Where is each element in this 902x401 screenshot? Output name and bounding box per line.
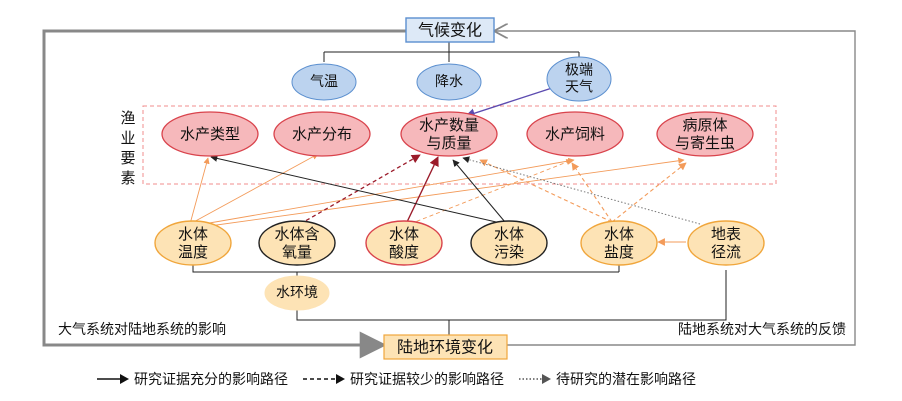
fishery-label-1: 水产类型 [180,125,240,143]
fishery-label-5-line-1: 病原体 [682,116,727,134]
title-box [405,17,495,43]
climate-node-2 [416,63,482,101]
acidity-to-feed-arrow [409,159,573,225]
water-node-5 [580,220,658,266]
water-label-5-line-1: 水体 [604,225,634,243]
water-label-1-line-1: 水体 [178,225,208,243]
legend: 研究证据充分的影响路径 研究证据较少的影响路径 待研究的潜在影响路径 [96,367,856,391]
right-caption: 陆地系统对大气系统的反馈 [678,322,846,338]
water-env-node [264,275,330,311]
climate-node-1 [291,63,357,101]
water-label-3-line-2: 酸度 [389,243,419,261]
water-label-6-line-2: 径流 [711,243,741,261]
acidity-to-quantity-arrow [406,156,439,223]
fishery-label-4: 水产饲料 [545,125,605,143]
land-to-atmosphere-path [494,31,856,346]
legend-dotted-label: 待研究的潜在影响路径 [556,372,696,388]
solid-arrow-icon [97,374,129,384]
fishery-node-1 [161,111,259,157]
oxygen-to-quantity-arrow [299,154,421,225]
water-node-3 [365,220,443,266]
fishery-node-5 [656,111,754,157]
water-node-6 [687,220,765,266]
legend-solid-label: 研究证据充分的影响路径 [134,372,288,388]
group-label-char-1: 渔 [120,109,135,127]
influence-arrows [189,87,701,246]
fishery-node-3 [400,111,498,157]
group-label-char-2: 业 [120,129,135,147]
temp-to-type-arrow [189,157,210,225]
water-env-label: 水环境 [276,285,318,301]
fishery-label-5-line-2: 与寄生虫 [675,134,735,152]
group-label-char-4: 素 [120,169,135,187]
climate-node-3 [546,56,612,102]
dashed-arrow-icon [303,374,345,384]
climate-label-2: 降水 [435,74,463,90]
runoff-to-quantity-arrow [462,156,701,225]
dotted-arrow-icon [519,374,551,384]
fishery-node-4 [526,111,624,157]
left-caption: 大气系统对陆地系统的影响 [58,322,226,338]
water-node-1 [154,220,232,266]
climate-label-3-line-1: 极端 [565,63,593,79]
group-label-char-3: 要 [120,149,135,167]
pollution-to-quantity-arrow [452,159,506,223]
salinity-to-feed-arrow [571,162,613,223]
title-text: 气候变化 [418,21,482,40]
fishery-label-2: 水产分布 [292,125,352,143]
extreme-weather-to-quantity-arrow [465,87,553,118]
legend-solid: 研究证据充分的影响路径 [96,369,288,389]
pollution-to-type-arrow [210,154,506,225]
climate-label-1: 气温 [310,74,338,90]
climate-label-3-line-2: 天气 [565,79,593,95]
water-label-5-line-2: 盐度 [604,243,634,261]
temp-to-distribution-arrow [189,153,319,225]
salinity-to-quantity-arrow [479,159,613,223]
water-label-2-line-1: 水体含 [274,225,319,243]
temp-to-pathogen-arrow [194,157,685,229]
fishery-node-2 [273,111,371,157]
fishery-group-box [142,105,777,185]
water-label-1-line-2: 温度 [178,243,208,261]
legend-dotted: 待研究的潜在影响路径 [518,369,696,389]
climate-tree [323,42,580,62]
legend-dashed-label: 研究证据较少的影响路径 [350,372,504,388]
water-node-2 [258,220,336,266]
bottom-box [383,334,508,360]
water-label-4-line-1: 水体 [494,225,524,243]
water-label-3-line-1: 水体 [389,225,419,243]
water-label-4-line-2: 污染 [494,243,524,261]
water-label-6-line-1: 地表 [711,225,741,243]
temp-to-feed-arrow [191,157,575,227]
salinity-to-pathogen-arrow [611,162,687,223]
frame-lines [42,29,856,359]
bottom-title-text: 陆地环境变化 [397,338,493,357]
fishery-label-3-line-2: 与质量 [426,134,471,152]
water-node-4 [470,220,548,266]
atmosphere-to-land-path [42,29,406,359]
legend-dashed: 研究证据较少的影响路径 [302,369,504,389]
fishery-label-3-line-1: 水产数量 [419,116,479,134]
water-label-2-line-2: 氧量 [282,243,312,261]
